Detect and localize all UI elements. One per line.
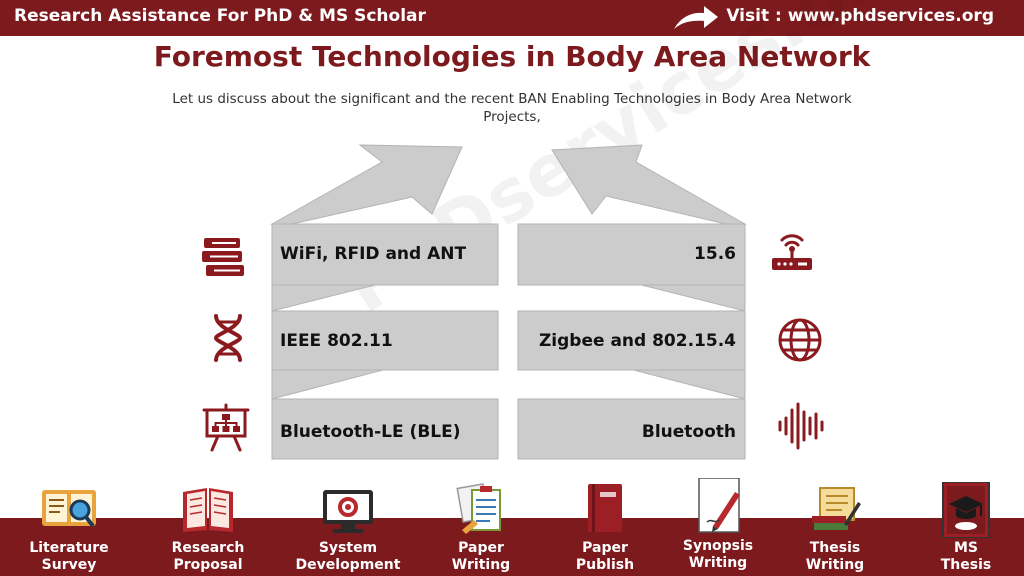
service-label: System Development xyxy=(295,540,401,573)
service-system-development[interactable]: System Development xyxy=(283,480,413,576)
left-box-3 xyxy=(271,398,499,460)
technology-label-right-2: Zigbee and 802.15.4 xyxy=(538,331,736,351)
presentation-board-icon xyxy=(202,403,250,452)
header-bar: Research Assistance For PhD & MS Scholar… xyxy=(0,0,1024,36)
dna-icon xyxy=(213,314,243,362)
technology-label-left-2: IEEE 802.11 xyxy=(280,331,393,351)
research-proposal-icon xyxy=(183,488,233,532)
left-box-1 xyxy=(271,223,499,286)
service-label: Paper Writing xyxy=(451,540,511,573)
service-label: Literature Survey xyxy=(29,540,109,573)
service-paper-writing[interactable]: Paper Writing xyxy=(416,480,546,576)
service-label: Research Proposal xyxy=(171,540,245,573)
brand-title: Research Assistance For PhD & MS Scholar xyxy=(14,6,426,26)
left-arrow-head xyxy=(270,144,463,225)
sound-wave-icon xyxy=(778,402,824,450)
service-thesis-writing[interactable]: Thesis Writing xyxy=(770,480,900,576)
router-icon xyxy=(772,234,812,270)
technology-label-right-3: Bluetooth xyxy=(641,422,736,442)
service-label: Synopsis Writing xyxy=(682,538,754,571)
right-box-1 xyxy=(517,223,746,286)
paper-writing-icon xyxy=(456,483,501,534)
service-paper-publish[interactable]: Paper Publish xyxy=(540,480,670,576)
service-synopsis-writing[interactable]: Synopsis Writing xyxy=(653,478,783,576)
footer-bar xyxy=(0,518,1024,576)
technology-label-right-1: 15.6 xyxy=(694,244,736,264)
right-box-2 xyxy=(517,310,746,371)
page-subtitle: Let us discuss about the significant and… xyxy=(172,91,852,125)
right-arrow-head xyxy=(551,144,747,225)
technology-label-left-3: Bluetooth-LE (BLE) xyxy=(280,422,461,442)
left-box-2 xyxy=(271,310,499,371)
synopsis-writing-icon xyxy=(698,478,740,533)
page-title: Foremost Technologies in Body Area Netwo… xyxy=(153,40,871,73)
service-label: MS Thesis xyxy=(940,540,992,573)
service-research-proposal[interactable]: Research Proposal xyxy=(143,480,273,576)
technology-label-left-1: WiFi, RFID and ANT xyxy=(280,244,467,264)
literature-survey-icon xyxy=(42,490,96,528)
right-box-3 xyxy=(517,398,746,460)
service-ms-thesis[interactable]: MS Thesis xyxy=(901,480,1024,576)
visit-website-link[interactable]: Visit : www.phdservices.org xyxy=(726,6,994,26)
globe-icon xyxy=(778,318,822,362)
paper-publish-icon xyxy=(588,484,622,532)
service-literature-survey[interactable]: Literature Survey xyxy=(4,480,134,576)
thesis-writing-icon xyxy=(812,487,861,530)
system-development-icon xyxy=(323,490,373,533)
service-label: Thesis Writing xyxy=(805,540,865,573)
ms-thesis-icon xyxy=(942,482,990,538)
arrow-icon xyxy=(674,6,718,29)
books-icon xyxy=(202,238,244,276)
service-label: Paper Publish xyxy=(575,540,635,573)
